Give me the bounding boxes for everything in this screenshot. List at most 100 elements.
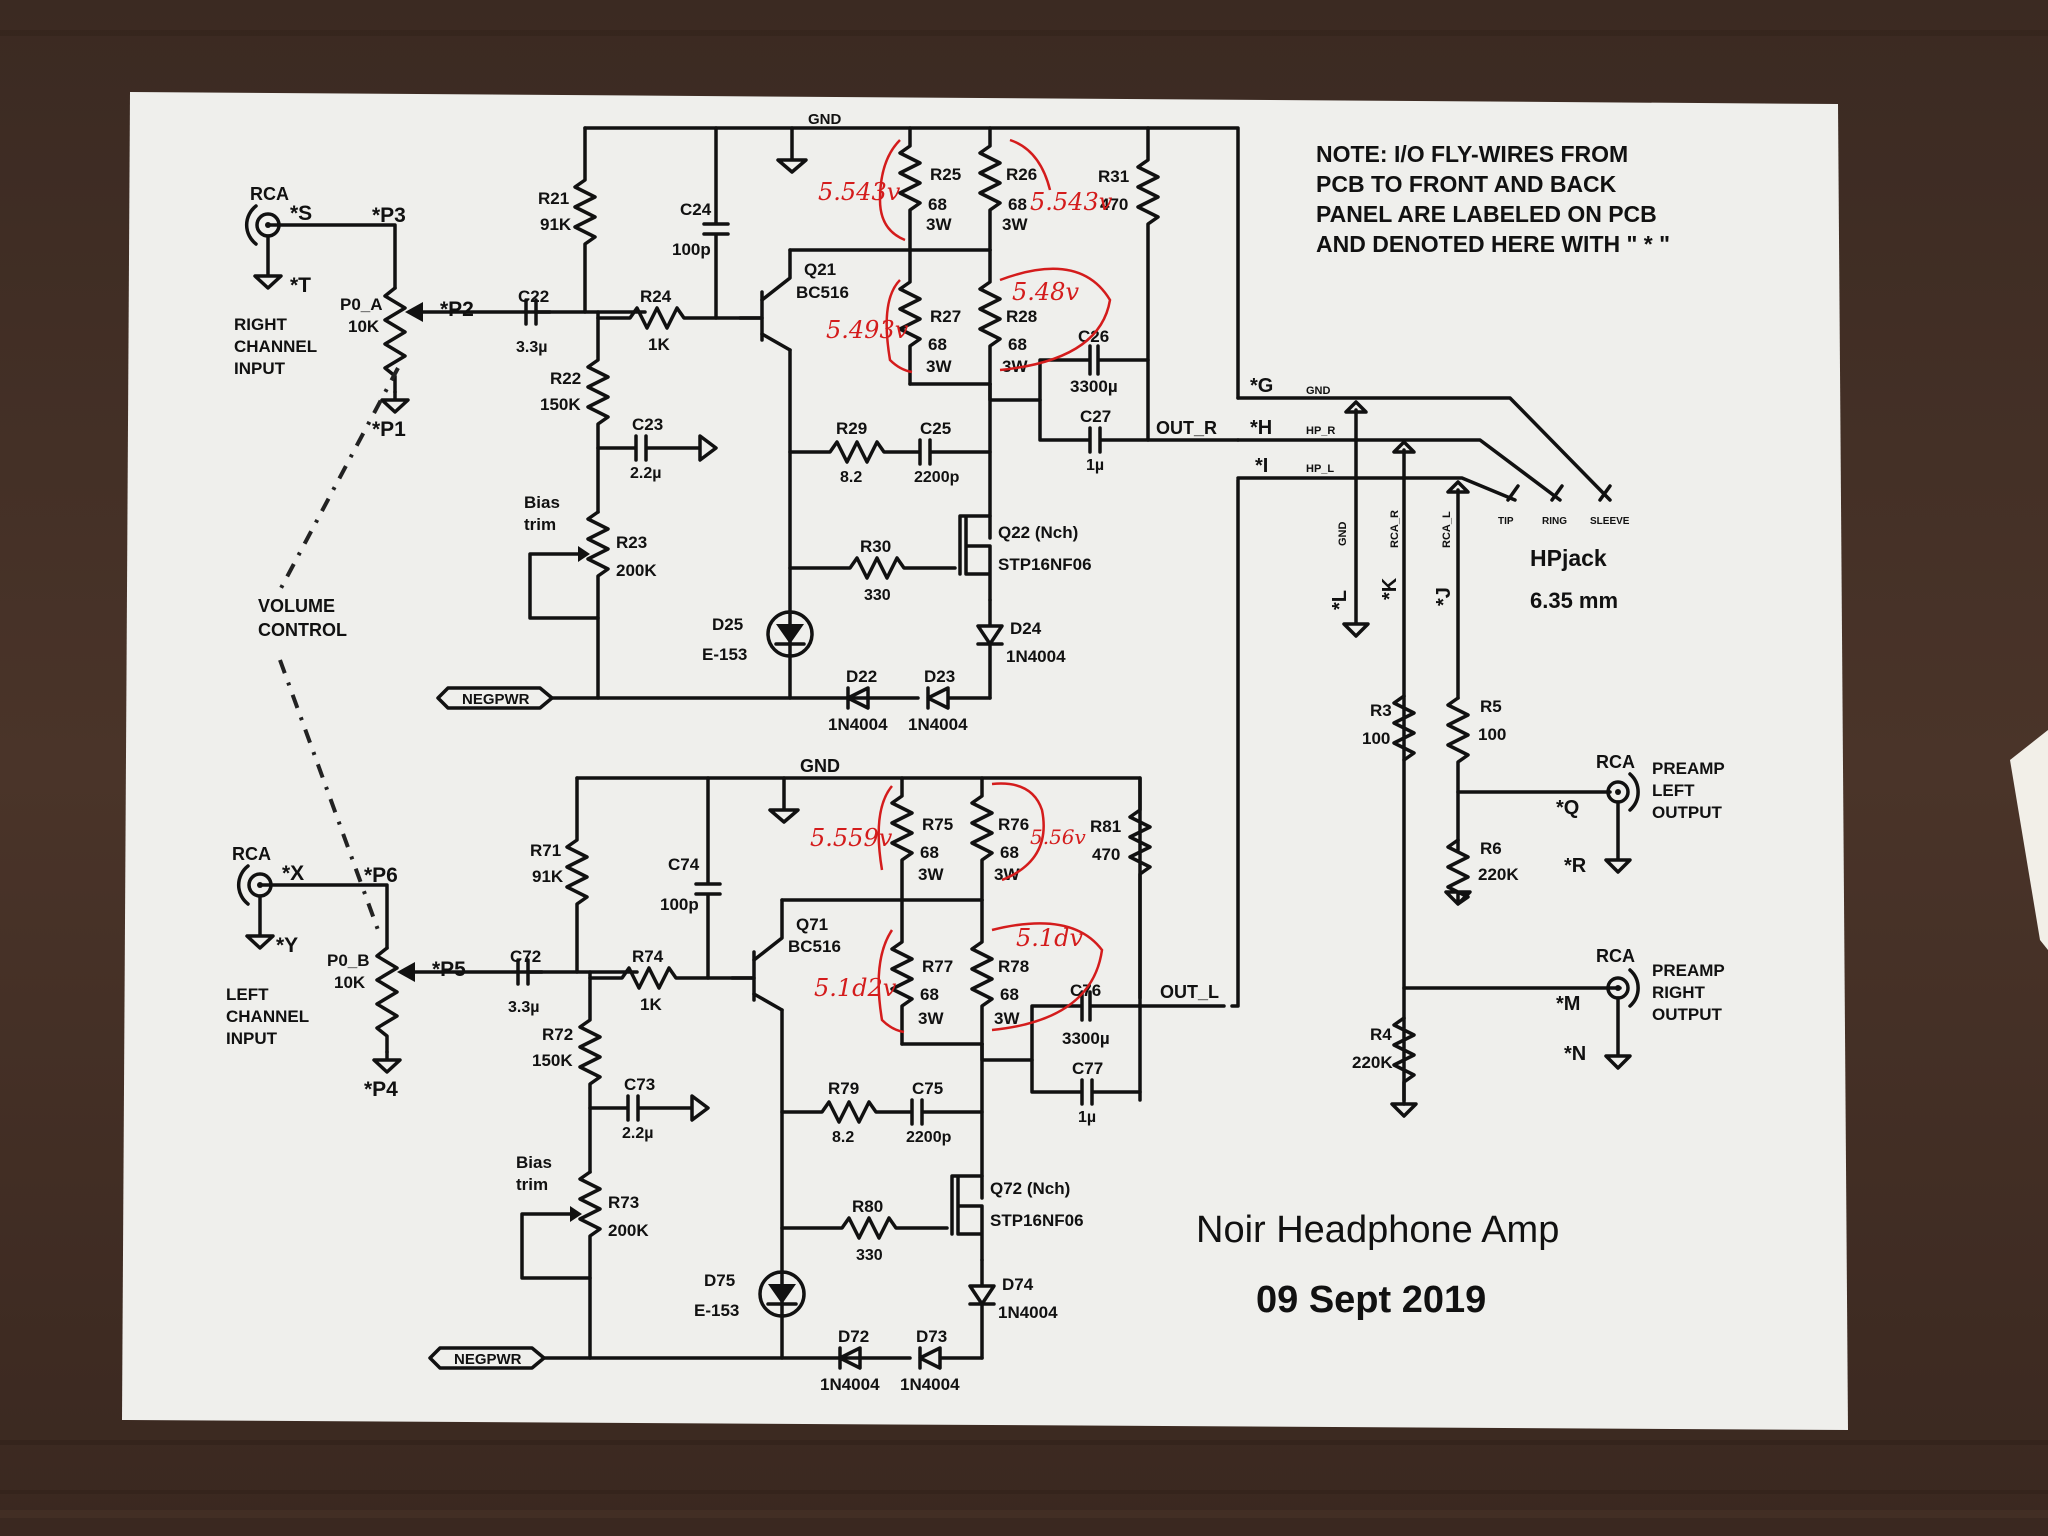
left-channel-circuit: GND RCA *X *Y *P6 P0_B 10K *P5 *P4 LEFT … (226, 756, 1226, 1394)
label-left-channel-r74-0: R74 (632, 947, 664, 966)
label-hpjack-pins-1: RING (1542, 516, 1567, 527)
label-left-channel-r77-0: R77 (922, 957, 953, 976)
label-right-channel-bias-0: Bias (524, 493, 560, 512)
label-left-channel-r75-2: 3W (918, 865, 944, 884)
label-left-channel-r80-1: 330 (856, 1247, 883, 1264)
label-left-channel-c77-1: 1µ (1078, 1109, 1096, 1126)
label-right-channel-r28-1: 68 (1008, 335, 1027, 354)
label-right-channel-r24-1: 1K (648, 335, 670, 354)
label-right-channel-r22-0: R22 (550, 369, 581, 388)
label-right-channel-d22-0: D22 (846, 667, 877, 686)
label-right-channel-r23-0: R23 (616, 533, 647, 552)
label-left-channel-c77-0: C77 (1072, 1059, 1103, 1078)
measurement-r25: 5.543v (818, 178, 901, 206)
label-right-channel-d22-1: 1N4004 (828, 715, 888, 734)
label-right-channel-r22-1: 150K (540, 395, 581, 414)
label-note-1: PCB TO FRONT AND BACK (1316, 171, 1617, 197)
label-right-channel-r25-0: R25 (930, 165, 961, 184)
label-right-channel-c27-0: C27 (1080, 407, 1111, 426)
label-left-channel-input-pot: P0_B (327, 951, 370, 970)
label-outputs-verticals-rca-l: RCA_L (1441, 511, 1453, 548)
label-outputs-verticals-gnd: GND (1337, 522, 1349, 547)
label-right-channel-r24-0: R24 (640, 287, 672, 306)
right-channel-circuit: GND RCA *S *T *P3 P0_A 10K *P2 *P1 RIGHT… (234, 111, 1240, 734)
label-right-channel-d23-0: D23 (924, 667, 955, 686)
label-left-channel-r79-0: R79 (828, 1079, 859, 1098)
label-right-channel-c26-1: 3300µ (1070, 377, 1118, 396)
label-left-channel-input-pot-val: 10K (334, 973, 366, 992)
measurement-r76: 5.56v (1030, 825, 1087, 849)
label-right-channel-d24-0: D24 (1010, 619, 1042, 638)
label-outputs-verticals-j: *J (1433, 587, 1455, 606)
label-left-channel-c73-0: C73 (624, 1075, 655, 1094)
label-outputs-preamp-right-label-2: OUTPUT (1652, 1005, 1723, 1024)
label-outputs-preamp-left-label-0: PREAMP (1652, 759, 1725, 778)
label-note-2: PANEL ARE LABELED ON PCB (1316, 201, 1657, 227)
label-right-channel-c23-1: 2.2µ (630, 465, 661, 482)
pot-label: P0_A (340, 295, 383, 314)
label-right-channel-c27-1: 1µ (1086, 457, 1104, 474)
label-right-channel-c23-0: C23 (632, 415, 663, 434)
label-left-channel-input-p5: *P5 (432, 958, 466, 981)
label-hpjack-pins-0: TIP (1498, 516, 1514, 527)
label-left-channel-input-p4: *P4 (364, 1078, 398, 1101)
label-right-channel-r30-0: R30 (860, 537, 891, 556)
label-left-channel-r78-2: 3W (994, 1009, 1020, 1028)
hpjack-size: 6.35 mm (1530, 588, 1618, 613)
label-left-channel-d74-0: D74 (1002, 1275, 1034, 1294)
label-outputs-r4-1: 220K (1352, 1053, 1393, 1072)
label-right-channel-d25-0: D25 (712, 615, 743, 634)
measurement-r27: 5.493v (826, 316, 909, 344)
label-right-channel-r26-0: R26 (1006, 165, 1037, 184)
label-left-channel-r72-0: R72 (542, 1025, 573, 1044)
label-left-channel-r79-1: 8.2 (832, 1129, 854, 1146)
p1-label: *P1 (372, 418, 406, 441)
label-right-channel-c25-1: 2200p (914, 469, 960, 486)
label-left-channel-r76-1: 68 (1000, 843, 1019, 862)
label-volume-control-0: VOLUME (258, 596, 335, 616)
label-right-channel-q22-0: Q22 (Nch) (998, 523, 1078, 542)
business-card (2010, 730, 2048, 950)
label-left-channel-r77-1: 68 (920, 985, 939, 1004)
label-right-channel-r25-1: 68 (928, 195, 947, 214)
label-left-channel-r78-0: R78 (998, 957, 1029, 976)
label-left-channel-c75-1: 2200p (906, 1129, 952, 1146)
label-left-channel-r73-1: 200K (608, 1221, 649, 1240)
paper-sheet (122, 92, 1848, 1430)
p3-label: *P3 (372, 204, 406, 227)
label-outputs-preamp-right-connector: RCA (1596, 946, 1635, 966)
label-outputs-nets-gnd: GND (1306, 385, 1331, 397)
label-right-channel-r27-2: 3W (926, 357, 952, 376)
label-outputs-r3-1: 100 (1362, 729, 1390, 748)
label-right-channel-r28-0: R28 (1006, 307, 1037, 326)
label-right-channel-r29-1: 8.2 (840, 469, 862, 486)
label-left-channel-r72-1: 150K (532, 1051, 573, 1070)
label-right-channel-r29-0: R29 (836, 419, 867, 438)
rca-label: RCA (250, 184, 289, 204)
label-hpjack-pins-2: SLEEVE (1590, 516, 1630, 527)
label-right-channel-d25-1: E-153 (702, 645, 747, 664)
measurement-r77: 5.1d2v (814, 974, 897, 1002)
label-right-channel-out: OUT_R (1156, 418, 1217, 438)
label-left-channel-input-p6: *P6 (364, 864, 398, 887)
label-left-channel-d75-1: E-153 (694, 1301, 739, 1320)
label-outputs-nets-i: *I (1255, 455, 1268, 477)
label-volume-control-1: CONTROL (258, 620, 347, 640)
label-left-channel-c72-1: 3.3µ (508, 999, 539, 1016)
label-right-channel-c25-0: C25 (920, 419, 951, 438)
label-left-channel-r73-0: R73 (608, 1193, 639, 1212)
label-outputs-nets-g: *G (1250, 375, 1273, 397)
label-left-channel-input-label-2: INPUT (226, 1029, 278, 1048)
gnd-label-bottom: GND (800, 756, 840, 776)
label-right-channel-r25-2: 3W (926, 215, 952, 234)
schematic-date: 09 Sept 2019 (1256, 1279, 1486, 1321)
label-outputs-preamp-right-n: *N (1564, 1043, 1586, 1065)
wood-background (0, 30, 2048, 1518)
label-left-channel-r81-0: R81 (1090, 817, 1121, 836)
label-left-channel-q72-0: Q72 (Nch) (990, 1179, 1070, 1198)
label-left-channel-d72-0: D72 (838, 1327, 869, 1346)
label-right-channel-q21-1: BC516 (796, 283, 849, 302)
label-right-channel-r31-1: 470 (1100, 195, 1128, 214)
label-left-channel-out: OUT_L (1160, 982, 1219, 1002)
